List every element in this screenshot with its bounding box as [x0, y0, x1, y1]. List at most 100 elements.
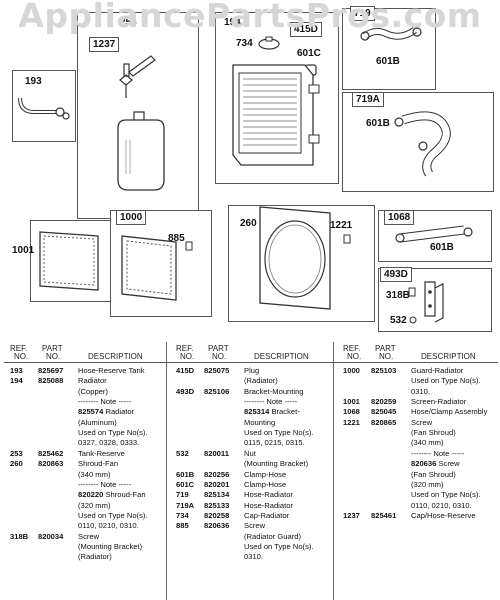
part-number: 820256 [204, 469, 230, 479]
header-part-no: NO. [212, 352, 227, 361]
part-number: 825134 [204, 490, 230, 500]
part-description: 0115, 0215, 0315. [244, 438, 305, 448]
reserve-hose-drawing [18, 97, 70, 120]
part-description: Plug [244, 366, 260, 375]
part-number: 820258 [204, 510, 230, 520]
part-description: -------- Note ----- [244, 397, 298, 407]
part-description: 825314 Bracket- [244, 407, 300, 417]
part-description: Hose-Radiator [244, 500, 293, 510]
label-601B-lower: 601B [430, 242, 454, 253]
label-1237: 1237 [89, 37, 120, 52]
part-description: (340 mm) [78, 469, 111, 479]
label-1000: 1000 [116, 210, 147, 225]
part-description: 825574 Radiator [78, 407, 135, 417]
label-719: 719 [350, 6, 375, 21]
ref-number: 719 [176, 490, 189, 500]
reserve-tank-drawing [117, 111, 165, 191]
header-description: DESCRIPTION [88, 352, 143, 361]
part-description: -------- Note ----- [411, 448, 465, 458]
part-description: Screen-Radiator [411, 397, 467, 407]
ref-number: 493D [176, 386, 195, 396]
ref-number: 415D [176, 366, 195, 375]
part-number: 820011 [204, 448, 229, 458]
part-description: Screw [411, 417, 433, 427]
part-description: Radiator [78, 376, 107, 386]
part-description: 820220 Shroud-Fan [78, 490, 146, 500]
header-ref: REF. [10, 344, 28, 353]
label-493D: 493D [380, 267, 412, 282]
ref-number: 719A [176, 500, 195, 510]
part-description: 0110, 0210, 0310. [411, 500, 472, 510]
label-260: 260 [240, 218, 257, 229]
part-number: 825133 [204, 500, 230, 510]
ref-number: 318B [10, 531, 29, 541]
part-number: 825045 [371, 407, 397, 417]
ref-number: 253 [10, 448, 23, 458]
header-part: PART [208, 344, 229, 353]
header-part: PART [375, 344, 396, 353]
radiator-hose-719-drawing [360, 27, 422, 41]
part-description: (320 mm) [411, 479, 444, 489]
ref-number: 194 [10, 376, 23, 386]
part-number: 825106 [204, 386, 230, 396]
label-601C: 601C [297, 48, 321, 59]
label-532: 532 [390, 315, 407, 326]
label-194: 194 [224, 17, 241, 28]
part-description: Used on Type No(s). [78, 510, 148, 520]
ref-number: 885 [176, 521, 189, 531]
part-description: 0310. [244, 552, 264, 562]
part-description: (Mounting Bracket) [78, 541, 143, 551]
part-number: 820034 [38, 531, 64, 541]
part-description: (Copper) [78, 386, 108, 396]
ref-number: 601C [176, 479, 195, 489]
radiator-core-drawing [232, 64, 320, 166]
part-description: Shroud-Fan [78, 459, 119, 469]
part-description: Bracket-Mounting [244, 386, 304, 396]
part-number: 820863 [38, 459, 64, 469]
part-description: Mounting [244, 417, 276, 427]
radiator-cap-drawing [258, 36, 280, 50]
header-description: DESCRIPTION [254, 352, 309, 361]
ref-number: 1068 [343, 407, 360, 417]
part-description: Used on Type No(s). [244, 541, 314, 551]
header-part-no: NO. [46, 352, 61, 361]
radiator-guard-drawing [121, 235, 193, 301]
part-number: 820259 [371, 397, 397, 407]
part-description: 820636 Screw [411, 459, 460, 469]
header-description: DESCRIPTION [421, 352, 476, 361]
ref-number: 532 [176, 448, 189, 458]
part-number: 825088 [38, 376, 64, 386]
part-description: Screw [78, 531, 100, 541]
part-description: Used on Type No(s). [411, 490, 481, 500]
part-description: (Fan Shroud) [411, 428, 456, 438]
part-number: 825103 [371, 366, 397, 375]
part-description: (Mounting Bracket) [244, 459, 309, 469]
header-ref: REF. [343, 344, 361, 353]
part-description: Cap-Radiator [244, 510, 290, 520]
part-description: (Radiator) [244, 376, 278, 386]
ref-number: 260 [10, 459, 23, 469]
part-description: (Radiator Guard) [244, 531, 301, 541]
part-number: 820201 [204, 479, 230, 489]
column-divider-1 [166, 342, 167, 600]
part-description: (Aluminum) [78, 417, 117, 427]
part-description: Clamp-Hose [244, 479, 287, 489]
part-description: Guard-Radiator [411, 366, 464, 375]
header-ref-no: NO. [180, 352, 195, 361]
part-description: -------- Note ----- [78, 479, 132, 489]
header-part-no: NO. [379, 352, 394, 361]
radiator-screen-drawing [39, 231, 99, 291]
ref-number: 601B [176, 469, 195, 479]
callout-box-hose-719A [342, 92, 494, 192]
ref-number: 1237 [343, 510, 360, 520]
label-1221: 1221 [330, 220, 353, 231]
ref-number: 193 [10, 366, 23, 375]
label-193: 193 [25, 76, 42, 87]
label-415D: 415D [290, 22, 322, 37]
part-description: Used on Type No(s). [411, 376, 481, 386]
part-description: 0110, 0210, 0310. [78, 521, 139, 531]
